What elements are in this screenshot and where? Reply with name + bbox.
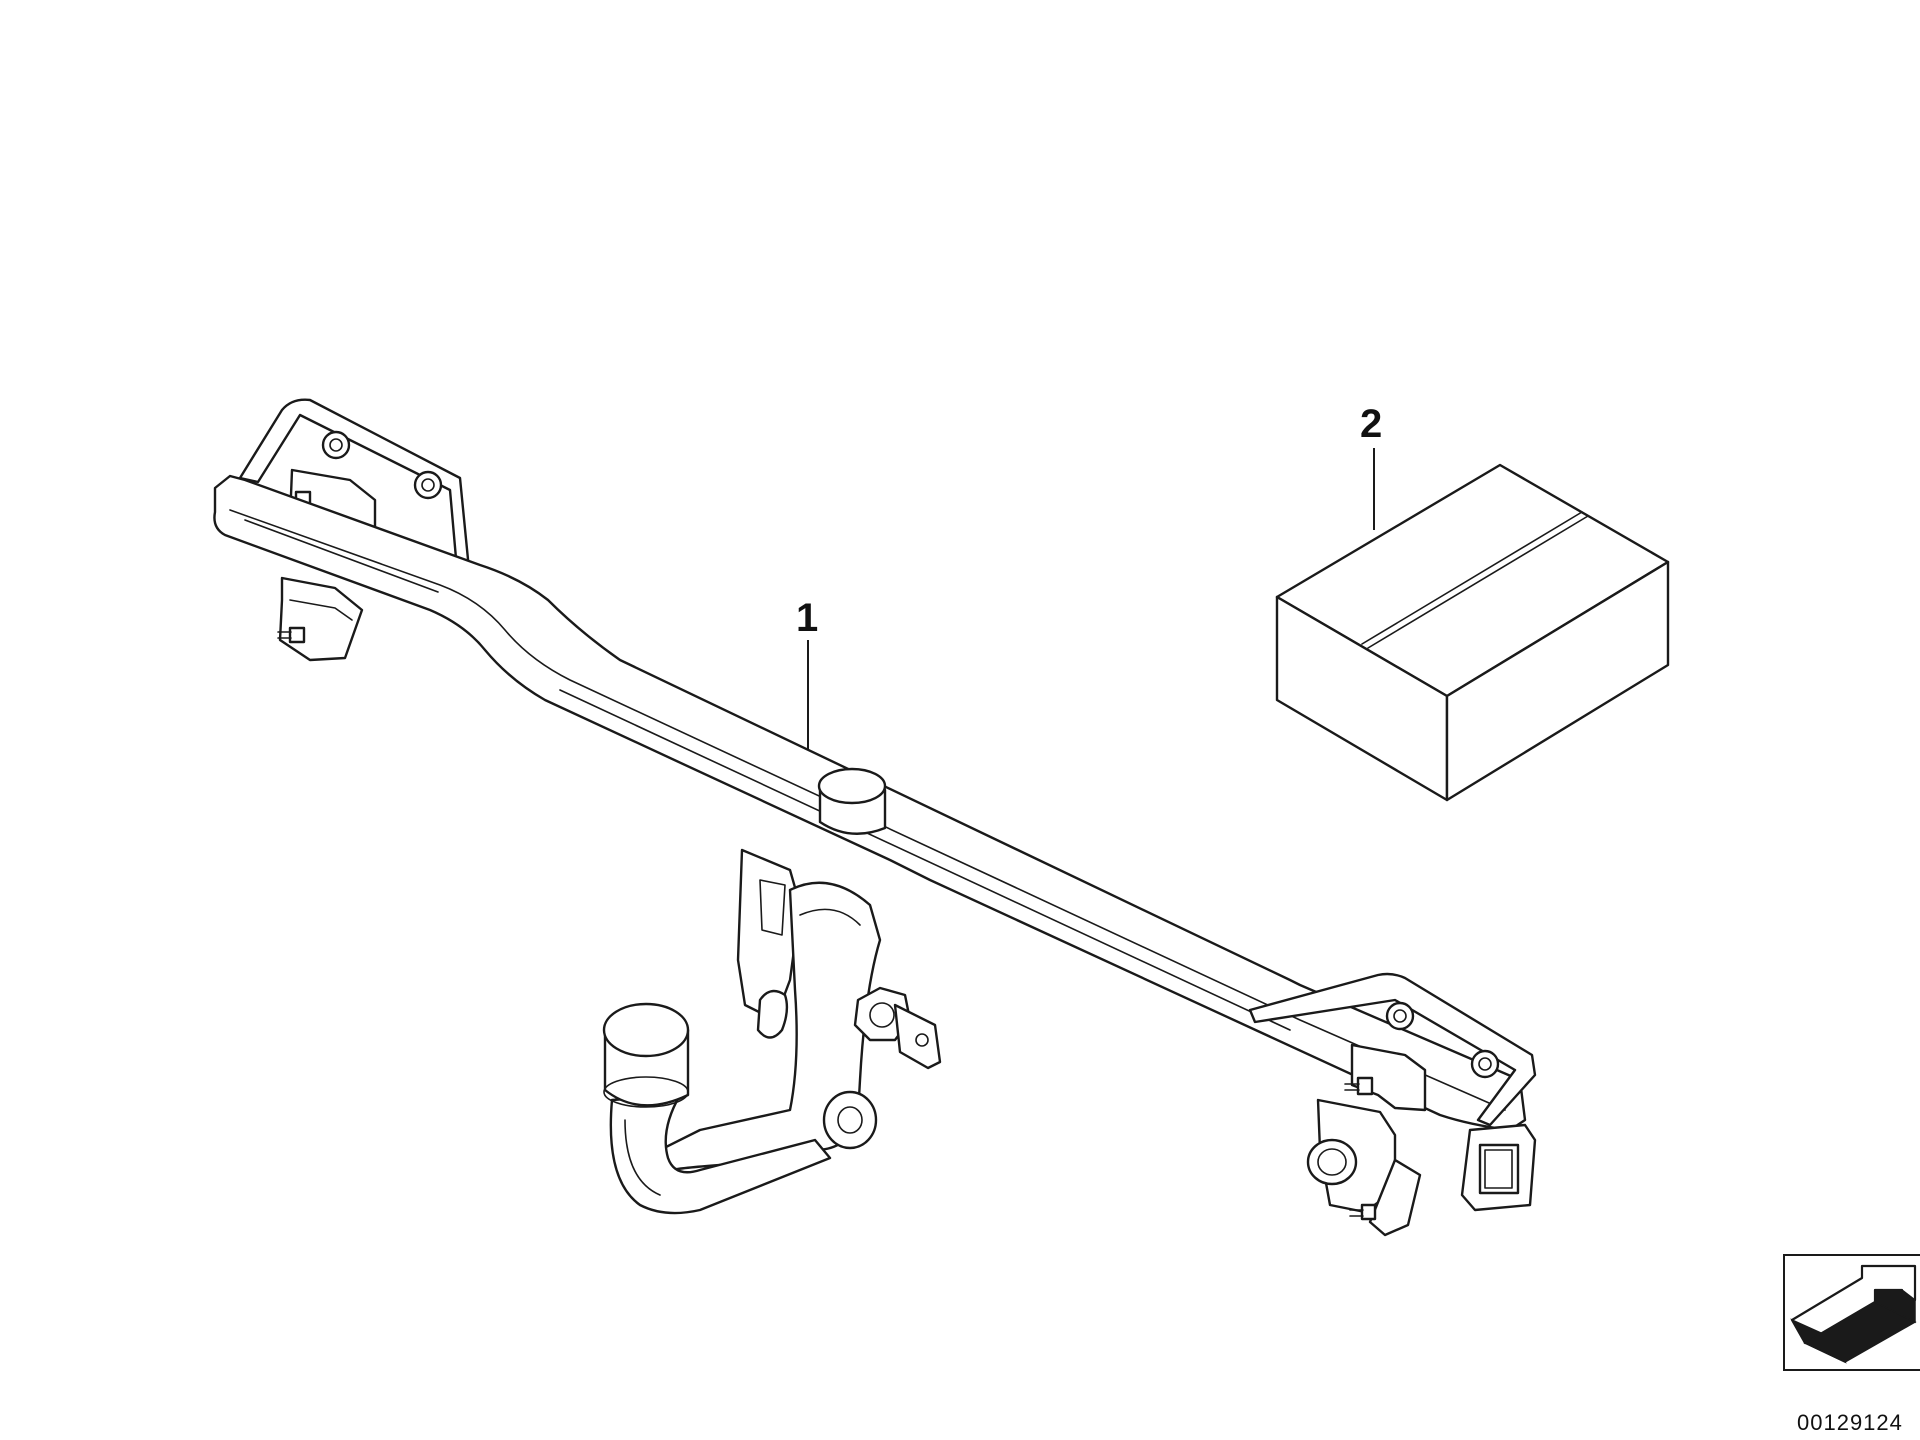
right-socket xyxy=(1306,1098,1422,1237)
right-tube-end xyxy=(1460,1123,1537,1212)
electrical-kit-box xyxy=(1275,448,1670,802)
document-number: 00129124 xyxy=(1797,1410,1903,1435)
tow-hitch-assembly xyxy=(213,398,1537,1237)
right-mounting-bracket xyxy=(1248,972,1537,1127)
callout-1: 1 xyxy=(796,596,819,640)
callout-2: 2 xyxy=(1360,402,1383,446)
ball-neck xyxy=(602,848,942,1215)
crossbar-cap xyxy=(817,767,887,835)
left-lower-bracket xyxy=(277,576,364,662)
orientation-arrow-icon xyxy=(1783,1254,1920,1371)
